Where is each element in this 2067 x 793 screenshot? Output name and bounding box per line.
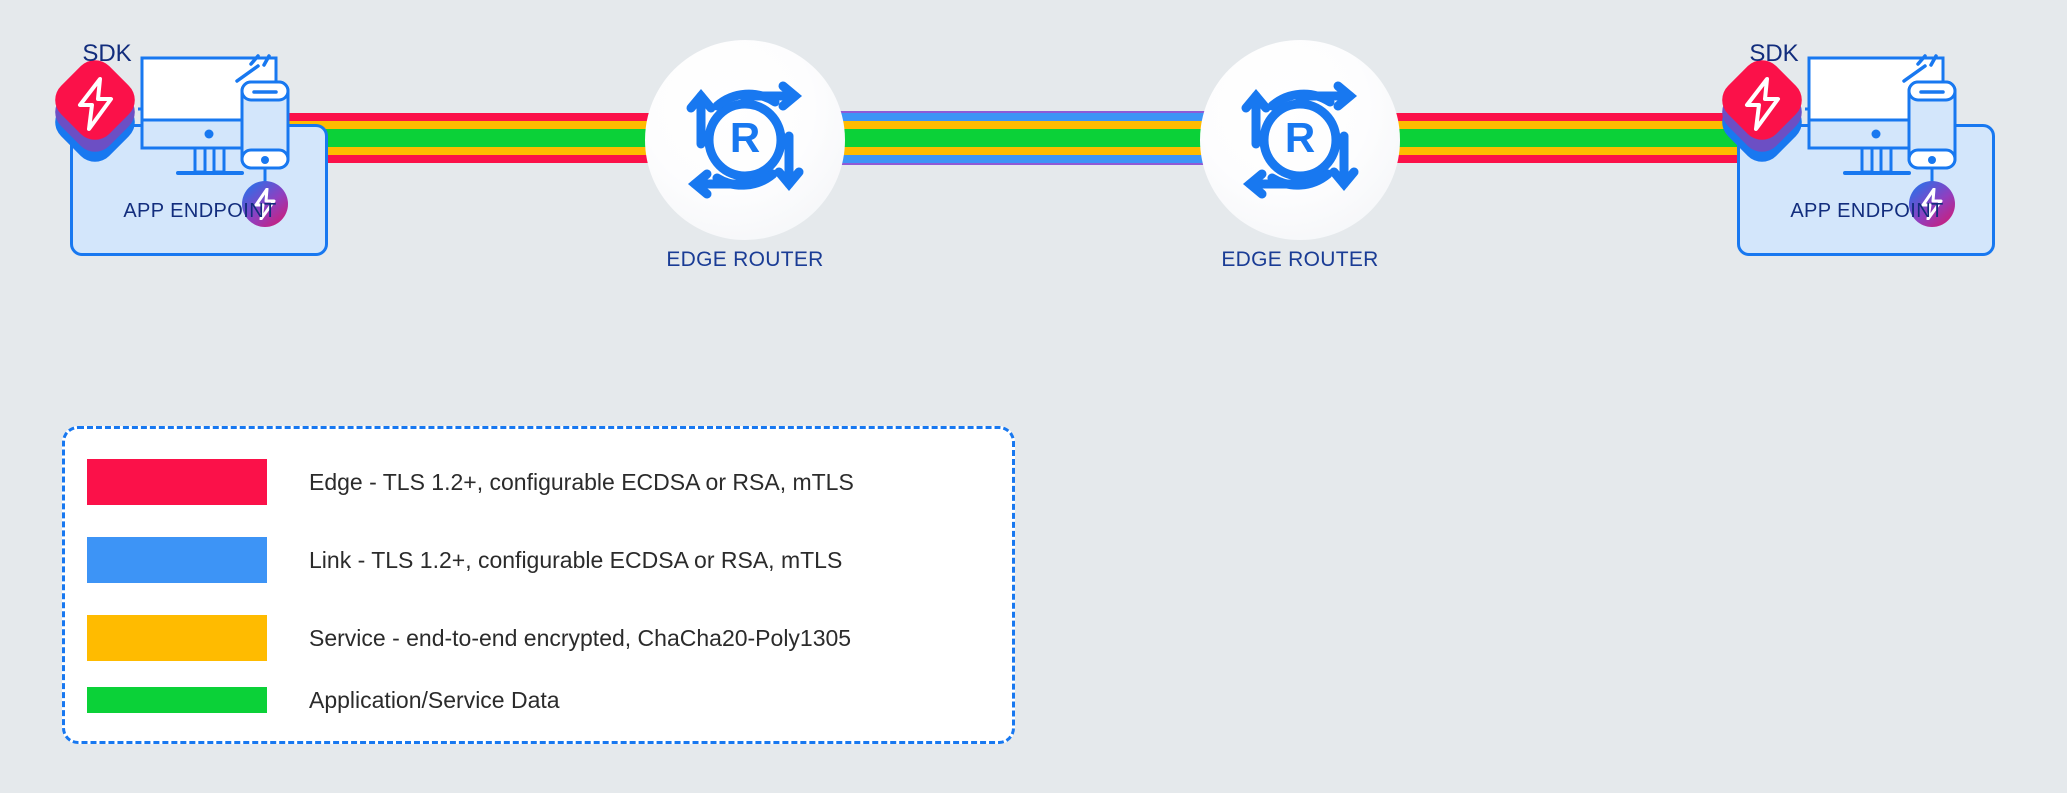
pipe-link-outline-top (670, 111, 1230, 113)
lightning-bolt-icon (254, 188, 276, 220)
ziti-badge-right[interactable] (1909, 181, 1955, 227)
device-illustration-right (1777, 54, 1985, 199)
pipe-service-bottom-left (255, 147, 675, 155)
pipe-link-outline-bottom (670, 163, 1230, 165)
app-endpoint-label-right: APP ENDPOINT (1790, 200, 1944, 222)
lightning-bolt-icon (1921, 188, 1943, 220)
edge-router-1[interactable]: R EDGE ROUTER (645, 40, 845, 271)
pipe-link-bottom (670, 155, 1230, 163)
legend-item-edge: Edge - TLS 1.2+, configurable ECDSA or R… (87, 455, 854, 509)
pipe-service-top-mid (670, 121, 1230, 129)
legend-swatch-data (87, 687, 267, 713)
router-letter: R (730, 114, 760, 161)
pipe-edge-bottom-left (255, 155, 675, 163)
legend-label-service: Service - end-to-end encrypted, ChaCha20… (309, 624, 852, 651)
router-letter: R (1285, 114, 1315, 161)
router-icon: R (686, 81, 804, 199)
app-endpoint-label-left: APP ENDPOINT (123, 200, 277, 222)
pipe-data-left (255, 129, 675, 147)
legend-label-link: Link - TLS 1.2+, configurable ECDSA or R… (309, 546, 843, 573)
legend-item-link: Link - TLS 1.2+, configurable ECDSA or R… (87, 533, 842, 587)
pipe-edge-top-right (1225, 113, 1745, 121)
app-endpoint-right[interactable]: SDK APP ENDPOINT (1713, 40, 2017, 270)
edge-router-2-label: EDGE ROUTER (1221, 248, 1379, 271)
legend-swatch-link (87, 537, 267, 583)
edge-router-2[interactable]: R EDGE ROUTER (1200, 40, 1400, 271)
legend-label-data: Application/Service Data (309, 686, 560, 713)
app-endpoint-left[interactable]: SDK APP ENDPOINT (46, 40, 350, 270)
sdk-stack-right[interactable] (1713, 51, 1811, 171)
device-illustration-left (110, 54, 318, 199)
edge-router-2-disc (1200, 40, 1400, 240)
pipe-service-bottom-mid (670, 147, 1230, 155)
pipe-service-bottom-right (1225, 147, 1745, 155)
sdk-label-right: SDK (1749, 40, 1799, 67)
pipe-edge-bottom-right (1225, 155, 1745, 163)
sdk-bolt-icon (78, 77, 113, 131)
sdk-stack-left[interactable] (46, 51, 144, 171)
sdk-bolt-icon (1745, 77, 1780, 131)
pipe-service-top-left (255, 121, 675, 129)
legend-label-edge: Edge - TLS 1.2+, configurable ECDSA or R… (309, 468, 854, 495)
legend-item-data: Application/Service Data (87, 673, 560, 727)
monitor-and-phone-icon (110, 54, 290, 194)
legend-swatch-service (87, 615, 267, 661)
router-icon: R (1241, 81, 1359, 199)
pipe-edge-top-left (255, 113, 675, 121)
legend-panel: Edge - TLS 1.2+, configurable ECDSA or R… (62, 426, 1015, 744)
pipe-service-top-right (1225, 121, 1745, 129)
legend-swatch-edge (87, 459, 267, 505)
edge-router-1-disc (645, 40, 845, 240)
pipe-link-top (670, 113, 1230, 121)
sdk-label-left: SDK (82, 40, 132, 67)
monitor-and-phone-icon (1777, 54, 1957, 194)
ziti-badge-left[interactable] (242, 181, 288, 227)
legend-item-service: Service - end-to-end encrypted, ChaCha20… (87, 611, 851, 665)
edge-router-1-label: EDGE ROUTER (666, 248, 824, 271)
